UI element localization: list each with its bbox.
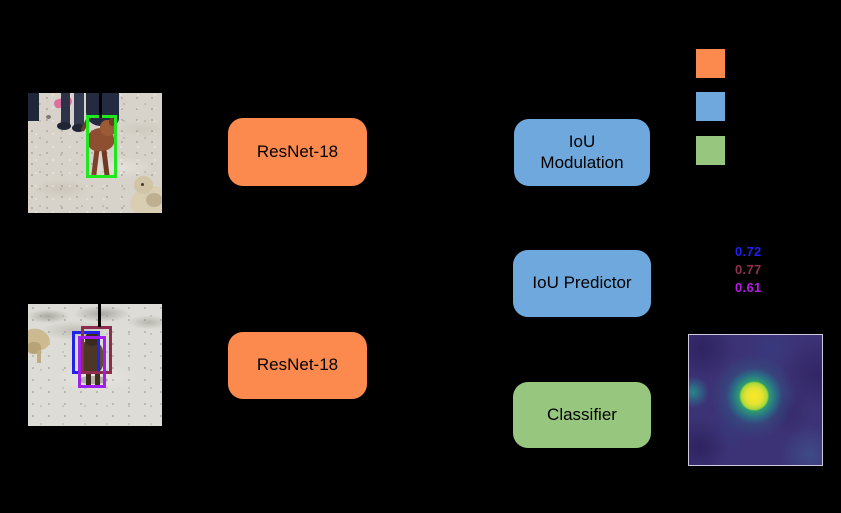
dog-head-shape [85,332,99,346]
confidence-heatmap [688,334,823,466]
iou-score-purple: 0.61 [735,280,762,295]
person-leg-shape [74,93,84,127]
arrow-stem-test [98,304,101,327]
legend-swatch-orange [696,49,725,78]
dog-leg-shape [86,372,91,385]
dog-highlight-shape [98,346,104,368]
iou-score-list: 0.72 0.77 0.61 [735,243,762,297]
dog-ear-shape [109,118,115,126]
rock-shape [46,115,51,119]
resnet18-bottom-label: ResNet-18 [256,355,339,375]
iou-modulation-label-line1: IoU [568,131,596,151]
puppy-eye-shape [141,183,144,186]
legend-swatch-green [696,136,725,165]
reference-photo-scene [28,93,162,213]
puppy-shade-shape [146,193,162,207]
reference-bbox [86,115,117,178]
dog-shadow-shape [78,376,108,384]
reference-frame-image [28,93,162,213]
test-photo-scene [28,304,162,426]
shoe-shape [72,124,85,132]
person-silhouette [28,93,39,121]
shoe-shape [57,122,71,130]
classifier-block: Classifier [513,382,651,448]
iou-predictor-label: IoU Predictor [532,273,632,293]
tan-dog-leg-shape [37,350,41,363]
resnet18-block-top: ResNet-18 [228,118,367,186]
person-leg-shape [61,93,70,125]
resnet18-top-label: ResNet-18 [256,141,339,161]
resnet18-block-bottom: ResNet-18 [228,332,367,399]
dog-leg-shape [95,373,100,385]
classifier-label: Classifier [547,404,617,424]
proposal-bbox-maroon [81,326,112,374]
test-frame-image [28,304,162,426]
iou-modulation-block: IoU Modulation [514,119,650,186]
arrow-stem-reference [99,93,102,118]
iou-modulation-label-line2: Modulation [540,152,624,172]
iou-predictor-block: IoU Predictor [513,250,651,317]
proposal-bbox-purple [78,336,106,388]
legend-swatch-blue [696,92,725,121]
iou-score-blue: 0.72 [735,244,762,259]
iou-score-maroon: 0.77 [735,262,762,277]
